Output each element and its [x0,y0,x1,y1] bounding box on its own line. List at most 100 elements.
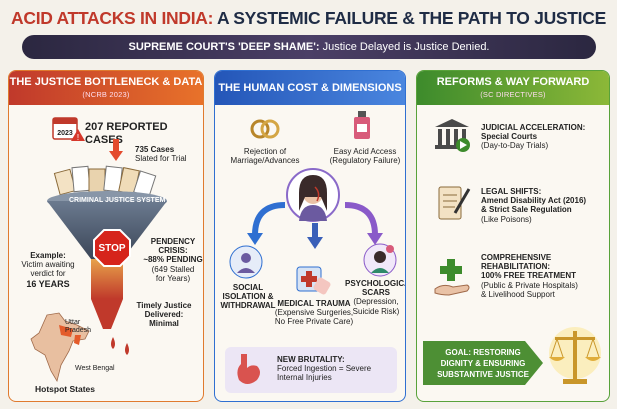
timely-line-3: Minimal [149,319,179,329]
svg-text:!: ! [77,133,79,141]
isolation-icon [229,245,263,279]
goal-line-2: DIGNITY & ENSURING [440,359,526,368]
pendency-line-5: for Years) [155,273,191,283]
medical-note: MEDICAL TRAUMA(Expensive Surgeries,No Fr… [269,299,359,327]
timely-line-2: Delivered: [144,310,184,320]
rings-icon [250,119,280,139]
care-hand-icon [434,259,470,296]
panel-3-title: REFORMS & WAY FORWARD [436,76,590,88]
panel-justice-bottleneck: THE JUSTICE BOTTLENECK & DATA (NCRB 2023)… [8,70,204,402]
medical-icon [296,266,331,295]
trial-label: Slated for Trial [135,154,187,164]
psychological-note: PSYCHOLOGICALSCARS(Depression,Suicide Ri… [345,279,405,316]
subtitle-rest: Justice Delayed is Justice Denied. [322,41,490,53]
subtitle-banner: SUPREME COURT'S 'DEEP SHAME': Justice De… [22,35,596,59]
rehab-line-5: & Livelihood Support [481,289,555,299]
rehab-line-1: COMPREHENSIVE [481,253,552,262]
panel-1-title: THE JUSTICE BOTTLENECK & DATA [9,76,203,88]
legal-line-2: Amend Disability Act (2016) [481,196,587,206]
hotspot-label: Hotspot States [35,384,95,394]
warning-icon: ! [71,129,85,141]
panel-reforms: REFORMS & WAY FORWARD (SC DIRECTIVES) JUD… [416,70,610,402]
pendency-line-1: PENDENCY [150,237,196,246]
acid-bottle-icon [354,111,370,139]
trial-count: 735 Cases [135,145,175,154]
example-line-3: verdict for [30,269,66,279]
example-line-4: 16 YEARS [26,278,70,289]
map-up-line-1: Uttar [65,319,81,326]
brutality-line-2: Forced Ingestion = Severe [277,364,372,374]
stop-sign-icon [93,229,131,267]
reported-cases: 207 REPORTED CASES [85,121,168,146]
panel-1-subtitle: (NCRB 2023) [82,90,130,99]
brutality-line-3: Internal Injuries [277,373,332,383]
psy-line-2: SCARS [361,288,390,298]
legal-line-3: & Strict Sale Regulation [481,205,572,215]
acid-line-2: (Regulatory Failure) [329,156,401,166]
panel-1-header: THE JUSTICE BOTTLENECK & DATA (NCRB 2023) [9,71,203,105]
judicial-note: JUDICIAL ACCELERATION:Special Courts(Day… [481,123,585,151]
psychological-icon [363,243,397,277]
acid-access-note: Easy Acid Access(Regulatory Failure) [323,147,405,166]
medical-line-3: No Free Private Care) [274,317,354,327]
rehab-line-2: REHABILITATION: [481,262,551,272]
case-files-icon [53,165,157,198]
pendency-line-3: ~88% PENDING [143,255,203,265]
stomach-icon [237,354,260,384]
funnel-label: CRIMINAL JUSTICE SYSTEM [69,197,166,204]
map-label-wb: West Bengal [75,365,115,372]
rejection-line-2: Marriage/Advances [230,156,300,166]
acid-line-1: Easy Acid Access [333,147,397,156]
subtitle-bold: SUPREME COURT'S 'DEEP SHAME': [128,41,320,53]
title-part-1: ACID ATTACKS IN INDIA: [11,8,214,28]
victim-portrait-icon [286,168,340,222]
goal-line-1: GOAL: RESTORING [445,348,521,357]
goal-arrow: GOAL: RESTORING DIGNITY & ENSURING SUBSTAN… [423,341,543,385]
calendar-year: 2023 [57,130,73,137]
goal-line-3: SUBSTANTIVE JUSTICE [437,370,529,379]
panel-3-header: REFORMS & WAY FORWARD (SC DIRECTIVES) [417,71,609,105]
pendency-line-2: CRISIS: [158,246,188,256]
courthouse-icon [435,119,470,152]
calendar-icon: 2023 [52,117,78,140]
rehab-line-4: (Public & Private Hospitals) [481,280,578,290]
legal-note: LEGAL SHIFTS:Amend Disability Act (2016)… [481,187,586,224]
example-line-2: Victim awaiting [21,260,75,270]
judicial-line-2: Special Courts [481,132,538,142]
judicial-line-1: JUDICIAL ACCELERATION: [481,123,586,132]
psy-line-1: PSYCHOLOGICAL [345,279,405,288]
legal-line-4: (Like Poisons) [481,214,532,224]
down-arrow-icon [109,139,123,161]
panel-2-header: THE HUMAN COST & DIMENSIONS [215,71,405,105]
example-line-1: Example: [30,251,66,260]
timely-line-1: Timely Justice [136,301,192,310]
panel-2-title: THE HUMAN COST & DIMENSIONS [218,82,402,94]
rehab-line-3: 100% FREE TREATMENT [481,271,576,281]
india-map-icon [30,312,90,383]
pendency-line-4: (649 Stalled [151,264,195,274]
scroll-pen-icon [438,186,471,220]
legal-line-1: LEGAL SHIFTS: [481,187,542,196]
psy-line-3: (Depression, [353,297,399,307]
isolation-line-3: WITHDRAWAL [220,301,276,311]
medical-line-2: (Expensive Surgeries, [274,308,354,318]
psy-line-4: Suicide Risk) [352,306,400,316]
title-part-2: A SYSTEMIC FAILURE & THE PATH TO JUSTICE [217,8,606,28]
scales-of-justice-icon [549,327,601,384]
brutality-line-1: NEW BRUTALITY: [277,355,345,364]
judicial-line-3: (Day-to-Day Trials) [481,141,549,151]
isolation-line-2: ISOLATION & [222,292,274,302]
panel-human-cost: THE HUMAN COST & DIMENSIONS Rejection of… [214,70,406,402]
rejection-line-1: Rejection of [243,147,287,156]
panel-3-subtitle: (SC DIRECTIVES) [480,90,546,99]
